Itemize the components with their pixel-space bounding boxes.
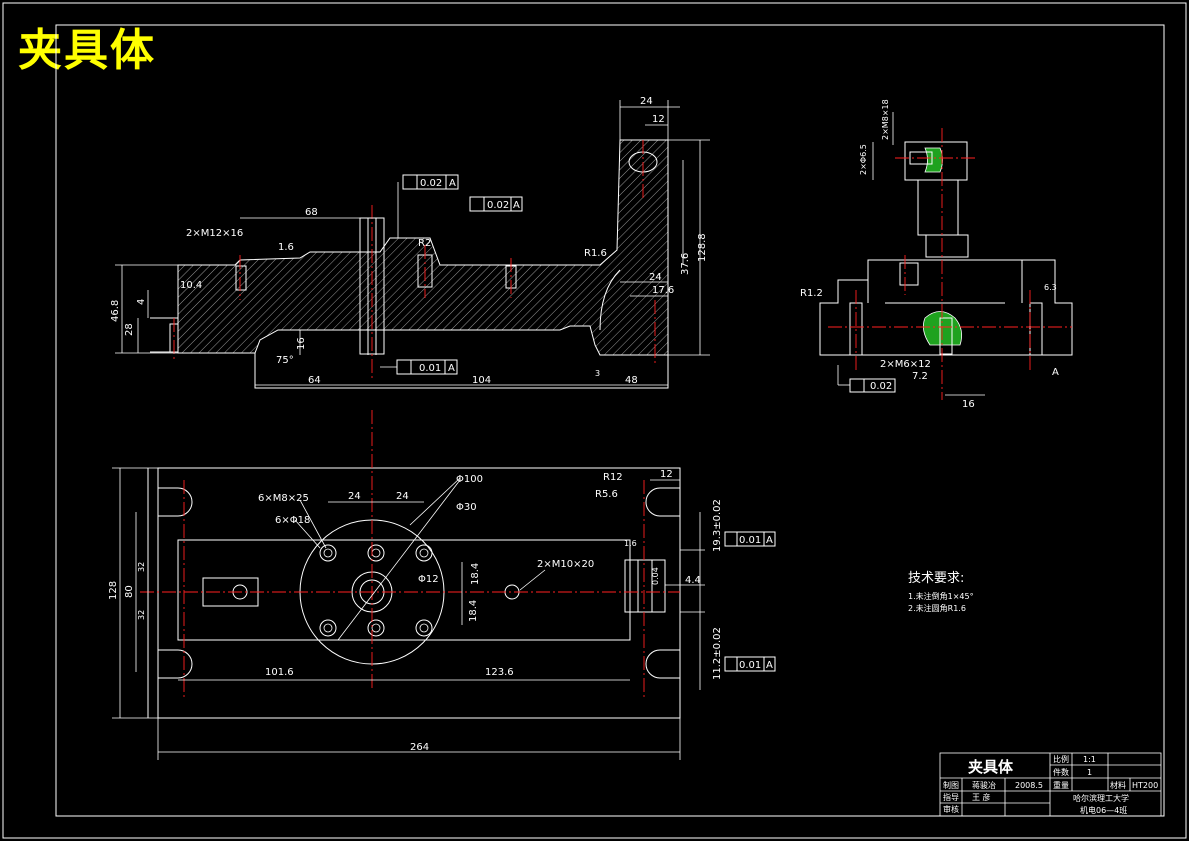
front-dim-64: 64 <box>308 375 321 386</box>
front-body-section <box>177 139 669 356</box>
top-dim-phi100: Φ100 <box>456 474 483 485</box>
side-dim-72: 7.2 <box>912 371 928 382</box>
top-dim-1932: 19.3±0.02 <box>712 499 723 552</box>
front-tol-ref: A <box>448 363 455 374</box>
top-dim-80: 80 <box>124 585 135 598</box>
tech-req-line2: 2.未注圆角R1.6 <box>908 603 966 613</box>
front-dim-r16: R1.6 <box>584 248 607 259</box>
front-dim-1288: 128.8 <box>697 233 708 262</box>
top-tol2-ref: A <box>766 660 773 671</box>
side-dim-d65: 2×Φ6.5 <box>859 144 868 175</box>
top-dim-32a: 32 <box>137 610 146 620</box>
top-dim-12: 12 <box>660 469 673 480</box>
front-dim-r3: 3 <box>595 369 600 378</box>
tb-qty-value: 1 <box>1087 768 1092 777</box>
front-dim-28: 28 <box>124 323 135 336</box>
tb-class-code: 机电06—4班 <box>1080 805 1127 815</box>
side-par-value: 0.02 <box>870 381 892 392</box>
tb-weight-label: 重量 <box>1053 780 1069 790</box>
tb-check-label: 审核 <box>943 804 959 814</box>
top-rough: 1.6 <box>624 539 637 548</box>
front-tol-value: 0.01 <box>419 363 441 374</box>
front-dim-468: 46.8 <box>110 300 121 322</box>
top-dim-r12: R12 <box>603 472 623 483</box>
side-rough: 6.3 <box>1044 283 1057 292</box>
front-flat1-ref: A <box>449 178 456 189</box>
drawing-title: 夹具体 <box>18 25 156 76</box>
top-dim-184b: 18.4 <box>468 600 479 622</box>
front-dim-24: 24 <box>640 96 653 107</box>
tb-qty-label: 件数 <box>1053 767 1069 777</box>
top-dim-m8: 6×M8×25 <box>258 493 309 504</box>
front-dim-48: 48 <box>625 375 638 386</box>
top-dim-phi30: Φ30 <box>456 502 477 513</box>
top-dim-004: 0.04 <box>651 567 660 585</box>
front-dim-16: 16 <box>296 337 307 350</box>
top-dim-r56: R5.6 <box>595 489 618 500</box>
top-dim-184a: 18.4 <box>470 563 481 585</box>
side-dim-m6: 2×M6×12 <box>880 359 931 370</box>
front-dim-75: 75° <box>276 355 294 366</box>
top-dim-24a: 24 <box>348 491 361 502</box>
side-green-section-bottom <box>922 311 963 346</box>
front-flat2-ref: A <box>513 200 520 211</box>
top-dim-m10: 2×M10×20 <box>537 559 594 570</box>
front-dim-68: 68 <box>305 207 318 218</box>
tb-drawn-name: 蒋骏冶 <box>972 780 996 790</box>
top-dim-1016: 101.6 <box>265 667 294 678</box>
front-dim-rough: 1.6 <box>278 242 294 253</box>
top-dim-1236: 123.6 <box>485 667 514 678</box>
top-dim-24b: 24 <box>396 491 409 502</box>
side-ref-a: A <box>1052 367 1059 378</box>
tb-school: 哈尔滨理工大学 <box>1073 793 1129 803</box>
top-dim-128: 128 <box>108 581 119 600</box>
front-dim-4: 4 <box>136 299 147 305</box>
top-dim-32b: 32 <box>137 562 146 572</box>
top-tol1-value: 0.01 <box>739 535 761 546</box>
tb-scale-value: 1:1 <box>1083 755 1096 764</box>
tb-material-value: HT200 <box>1132 781 1158 790</box>
front-dim-m12: 2×M12×16 <box>186 228 243 239</box>
front-dim-104: 104 <box>472 375 491 386</box>
front-dim-24b: 24 <box>649 272 662 283</box>
top-tol2-value: 0.01 <box>739 660 761 671</box>
title-block: 夹具体 比例 1:1 件数 1 重量 材料 HT200 制图 蒋骏冶 2008.… <box>939 752 1162 817</box>
front-dim-r2: R2 <box>418 238 431 249</box>
front-view: 24 12 68 2×M12×16 1.6 0.02 A 0.02 A R1.6… <box>110 96 710 389</box>
side-dim-16: 16 <box>962 399 975 410</box>
top-dim-44: 4.4 <box>685 575 701 586</box>
tb-material-label: 材料 <box>1110 780 1126 790</box>
front-flat1-value: 0.02 <box>420 178 442 189</box>
side-dim-r12: R1.2 <box>800 288 823 299</box>
front-dim-12: 12 <box>652 114 665 125</box>
front-flat2-value: 0.02 <box>487 200 509 211</box>
top-dim-264: 264 <box>410 742 429 753</box>
top-dim-1132: 11.2±0.02 <box>712 627 723 680</box>
tb-design-name: 王 彦 <box>972 792 991 802</box>
side-view: 2×M8×18 2×Φ6.5 R1.2 2×M6×12 7.2 16 0.02 … <box>800 99 1073 410</box>
side-dim-m8: 2×M8×18 <box>881 99 890 140</box>
top-tol1-ref: A <box>766 535 773 546</box>
inner-frame <box>55 24 1165 817</box>
front-dim-376: 37.6 <box>680 253 691 275</box>
technical-requirements: 技术要求: 1.未注倒角1×45° 2.未注圆角R1.6 <box>908 571 974 613</box>
tb-design-label: 指导 <box>943 792 959 802</box>
tb-title: 夹具体 <box>968 758 1014 776</box>
top-dim-phi12: Φ12 <box>418 574 439 585</box>
front-dim-176: 17.6 <box>652 285 674 296</box>
tb-scale-label: 比例 <box>1053 754 1069 764</box>
top-view: 6×M8×25 6×Φ18 24 24 Φ100 Φ30 Φ12 18.4 18… <box>108 410 776 760</box>
tb-drawn-label: 制图 <box>943 780 959 790</box>
tech-req-line1: 1.未注倒角1×45° <box>908 591 974 601</box>
front-dim-104-left: 10.4 <box>180 280 202 291</box>
top-dim-phi18: 6×Φ18 <box>275 515 310 526</box>
tech-req-heading: 技术要求: <box>908 571 964 586</box>
tb-date: 2008.5 <box>1015 781 1043 790</box>
